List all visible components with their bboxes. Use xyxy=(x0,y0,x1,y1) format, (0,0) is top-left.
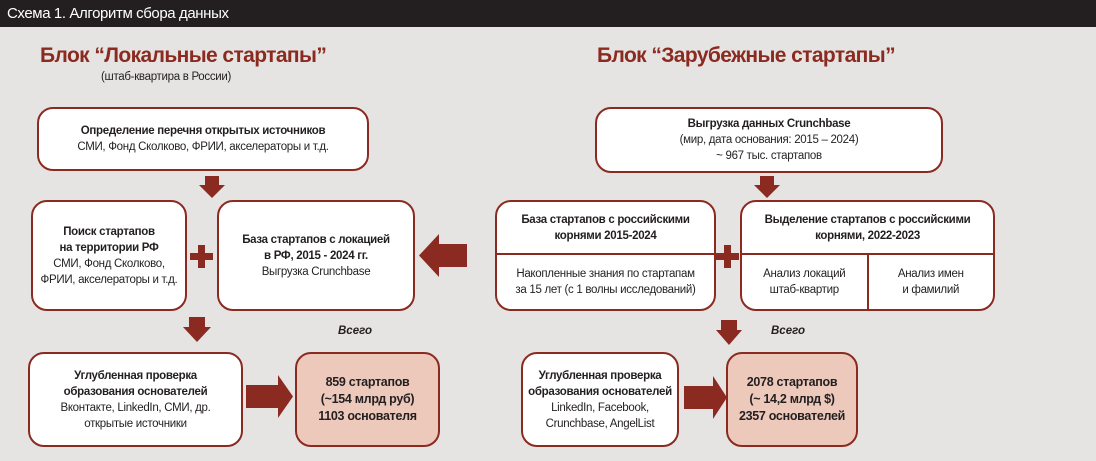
foreign-result-box: 2078 стартапов (~ 14,2 млрд $) 2357 осно… xyxy=(726,352,858,447)
export-count: ~ 967 тыс. стартапов xyxy=(716,150,822,162)
local-total-label: Всего xyxy=(338,325,372,337)
plus-icon xyxy=(716,245,739,268)
search-text: СМИ, Фонд Сколково, xyxy=(53,257,165,270)
foreign-base-title: База стартапов с российскими xyxy=(521,213,690,226)
foreign-block-heading: Блок “Зарубежные стартапы” xyxy=(597,44,896,67)
arrow-right-icon xyxy=(246,375,293,418)
location-analysis-text: Анализ локаций xyxy=(763,268,846,280)
local-base-title: в РФ, 2015 - 2024 гг. xyxy=(264,249,368,262)
foreign-check-box: Углубленная проверка образования основат… xyxy=(521,352,679,447)
foreign-check-title: образования основателей xyxy=(528,385,672,398)
search-box: Поиск стартапов на территории РФ СМИ, Фо… xyxy=(31,200,187,311)
local-result-box: 859 стартапов (~154 млрд руб) 1103 основ… xyxy=(295,352,440,447)
location-analysis-cell: Анализ локаций штаб-квартир xyxy=(742,255,867,309)
arrow-right-icon xyxy=(684,376,727,419)
arrow-down-icon xyxy=(199,176,225,198)
foreign-check-title: Углубленная проверка xyxy=(538,369,662,382)
foreign-check-text: LinkedIn, Facebook, xyxy=(551,401,649,414)
local-check-title: образования основателей xyxy=(63,385,208,398)
sources-box: Определение перечня открытых источников … xyxy=(37,107,369,171)
sources-title: Определение перечня открытых источников xyxy=(80,125,326,137)
select-box: Выделение стартапов с российскими корнями… xyxy=(740,200,995,311)
name-analysis-text: Анализ имен xyxy=(897,268,964,280)
name-analysis-text: и фамилий xyxy=(902,284,960,296)
export-title: Выгрузка данных Crunchbase xyxy=(687,118,851,130)
select-title: Выделение стартапов с российскими xyxy=(764,213,971,226)
local-block-heading: Блок “Локальные стартапы” xyxy=(40,44,327,67)
local-check-text: Вконтакте, LinkedIn, СМИ, др. xyxy=(60,401,211,414)
foreign-total-label: Всего xyxy=(771,325,805,337)
local-base-title: База стартапов с локацией xyxy=(242,233,390,246)
search-title: на территории РФ xyxy=(59,241,159,254)
search-title: Поиск стартапов xyxy=(63,225,155,238)
foreign-base-box: База стартапов с российскими корнями 2015… xyxy=(495,200,716,311)
arrow-down-icon xyxy=(183,317,211,342)
arrow-left-icon xyxy=(419,234,467,277)
sources-text: СМИ, Фонд Сколково, ФРИИ, акселераторы и… xyxy=(77,141,329,153)
diagram-title: Схема 1. Алгоритм сбора данных xyxy=(0,0,1096,27)
foreign-base-text: за 15 лет (с 1 волны исследований) xyxy=(515,284,696,296)
local-check-text: открытые источники xyxy=(84,417,187,430)
export-box: Выгрузка данных Crunchbase (мир, дата ос… xyxy=(595,107,943,173)
foreign-result-founders: 2357 основателей xyxy=(738,409,846,423)
plus-icon xyxy=(190,245,213,268)
foreign-base-text: Накопленные знания по стартапам xyxy=(516,268,695,280)
foreign-result-startups: 2078 стартапов xyxy=(746,375,838,389)
arrow-down-icon xyxy=(716,320,742,345)
local-check-box: Углубленная проверка образования основат… xyxy=(28,352,243,447)
export-text: (мир, дата основания: 2015 – 2024) xyxy=(679,134,859,146)
local-check-title: Углубленная проверка xyxy=(74,369,197,382)
name-analysis-cell: Анализ имен и фамилий xyxy=(866,255,994,309)
foreign-result-volume: (~ 14,2 млрд $) xyxy=(749,392,835,406)
arrow-down-icon xyxy=(754,176,780,198)
local-result-startups: 859 стартапов xyxy=(325,375,410,389)
local-block-subheading: (штаб-квартира в России) xyxy=(101,71,232,83)
local-result-founders: 1103 основателя xyxy=(318,409,417,423)
local-base-box: База стартапов с локацией в РФ, 2015 - 2… xyxy=(217,200,415,311)
select-title: корнями, 2022-2023 xyxy=(815,229,920,242)
foreign-check-text: Crunchbase, AngelList xyxy=(545,417,655,430)
local-result-volume: (~154 млрд руб) xyxy=(320,392,415,406)
local-base-text: Выгрузка Crunchbase xyxy=(261,265,371,278)
foreign-base-title: корнями 2015-2024 xyxy=(554,229,657,242)
location-analysis-text: штаб-квартир xyxy=(769,284,840,296)
search-text: ФРИИ, акселераторы и т.д. xyxy=(40,273,178,286)
